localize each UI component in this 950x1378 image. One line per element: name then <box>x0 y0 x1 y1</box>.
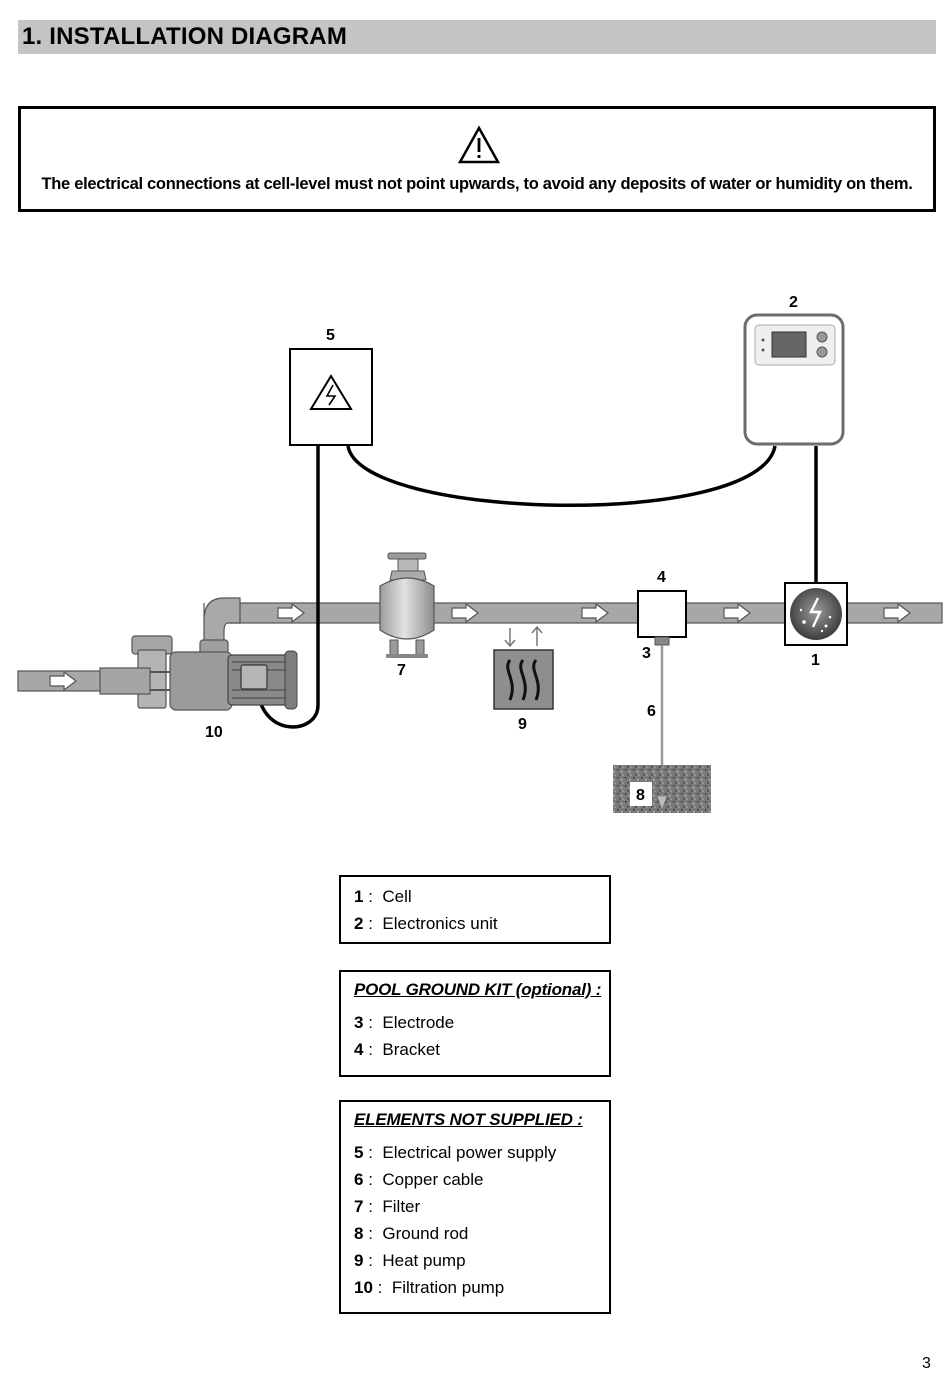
legend-text: Bracket <box>382 1040 441 1059</box>
legend-row: 7 : Filter <box>354 1193 609 1220</box>
label-7: 7 <box>397 662 406 679</box>
legend-text: Filtration pump <box>391 1278 505 1297</box>
legend-text: Electronics unit <box>382 914 498 933</box>
legend-num: 3 <box>354 1013 364 1032</box>
flow-arrows <box>49 602 911 692</box>
heat-pump <box>493 625 554 710</box>
legend-heading: ELEMENTS NOT SUPPLIED : <box>354 1110 583 1129</box>
power-supply-box <box>289 348 373 446</box>
legend-row: 10 : Filtration pump <box>354 1274 609 1301</box>
sand-filter <box>379 552 435 658</box>
legend-text: Electrode <box>382 1013 455 1032</box>
legend-sep: : <box>363 1170 383 1189</box>
legend-text: Copper cable <box>382 1170 484 1189</box>
label-1: 1 <box>811 652 820 669</box>
warning-triangle-icon <box>457 125 501 164</box>
legend-text: Cell <box>382 887 412 906</box>
legend-sep: : <box>363 1040 383 1059</box>
label-10: 10 <box>205 724 223 741</box>
legend-elements-not-supplied: ELEMENTS NOT SUPPLIED : 5 : Electrical p… <box>339 1100 611 1314</box>
legend-row: 6 : Copper cable <box>354 1166 609 1193</box>
legend-pool-ground-kit: POOL GROUND KIT (optional) : 3 : Electro… <box>339 970 611 1077</box>
section-title: 1. INSTALLATION DIAGRAM <box>22 23 348 50</box>
legend-num: 10 <box>354 1278 373 1297</box>
legend-row: 5 : Electrical power supply <box>354 1139 609 1166</box>
legend-num: 4 <box>354 1040 364 1059</box>
label-2: 2 <box>789 294 798 311</box>
label-4: 4 <box>657 569 666 586</box>
legend-sep: : <box>363 887 383 906</box>
page-number: 3 <box>922 1355 931 1372</box>
legend-text: Electrical power supply <box>382 1143 557 1162</box>
legend-row: 9 : Heat pump <box>354 1247 609 1274</box>
warning-text: The electrical connections at cell-level… <box>41 175 913 193</box>
cell <box>784 582 848 646</box>
label-3: 3 <box>642 645 651 662</box>
warning-box: The electrical connections at cell-level… <box>18 106 936 212</box>
legend-text: Filter <box>382 1197 421 1216</box>
legend-text: Ground rod <box>382 1224 469 1243</box>
legend-num: 2 <box>354 914 364 933</box>
label-6: 6 <box>647 703 656 720</box>
diagram-labels: 1 2 3 4 5 6 7 8 9 10 <box>205 294 820 804</box>
legend-sep: : <box>363 1013 383 1032</box>
legend-row: 2 : Electronics unit <box>354 910 609 937</box>
legend-num: 1 <box>354 887 364 906</box>
legend-num: 9 <box>354 1251 364 1270</box>
legend-heading: POOL GROUND KIT (optional) : <box>354 980 602 999</box>
label-5: 5 <box>326 327 335 344</box>
legend-sep: : <box>363 1143 383 1162</box>
legend-main: 1 : Cell 2 : Electronics unit <box>339 875 611 944</box>
legend-row: 8 : Ground rod <box>354 1220 609 1247</box>
label-9: 9 <box>518 716 527 733</box>
legend-row: 4 : Bracket <box>354 1036 609 1063</box>
ground-rod <box>613 765 711 813</box>
legend-sep: : <box>372 1278 392 1297</box>
legend-row: 3 : Electrode <box>354 1009 609 1036</box>
section-header: 1. INSTALLATION DIAGRAM <box>18 20 936 54</box>
electronics-unit <box>743 313 845 446</box>
legend-num: 5 <box>354 1143 364 1162</box>
legend-text: Heat pump <box>382 1251 466 1270</box>
legend-num: 8 <box>354 1224 364 1243</box>
legend-sep: : <box>363 1224 383 1243</box>
installation-diagram: 1 2 3 4 5 6 7 8 9 10 <box>17 294 943 813</box>
legend-sep: : <box>363 1197 383 1216</box>
filtration-pump <box>99 597 298 711</box>
legend-sep: : <box>363 1251 383 1270</box>
ground-bracket <box>637 590 687 646</box>
legend-sep: : <box>363 914 383 933</box>
legend-num: 6 <box>354 1170 364 1189</box>
legend-num: 7 <box>354 1197 364 1216</box>
legend-row: 1 : Cell <box>354 883 609 910</box>
label-8: 8 <box>636 787 645 804</box>
